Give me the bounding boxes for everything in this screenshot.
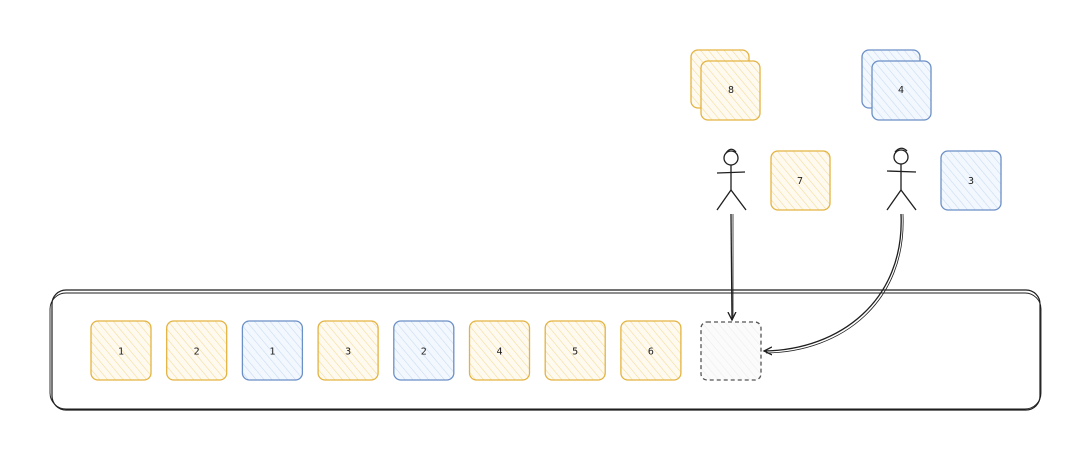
next-item-label: 3	[968, 176, 974, 187]
queue-item-box	[620, 320, 682, 381]
stick-figure-1	[716, 148, 747, 211]
pending-stack-label: 8	[728, 85, 734, 96]
queue-item-label: 3	[345, 347, 351, 358]
queue-items: 1 2 1 3 2 4 5 6	[90, 320, 682, 381]
pending-stack-2: 4	[861, 49, 932, 121]
queue-item-box	[317, 320, 379, 381]
queue-item: 2	[166, 320, 228, 381]
arrow-1	[731, 213, 732, 320]
queue-container	[49, 289, 1042, 411]
queue-item: 1	[241, 320, 304, 381]
pending-stack-label: 4	[898, 85, 904, 96]
queue-item-box	[393, 320, 455, 381]
queue-item-box	[166, 320, 228, 381]
queue-item-box	[544, 320, 606, 381]
queue-item-label: 5	[572, 347, 578, 358]
queue-item-label: 2	[421, 347, 427, 358]
queue-item-box	[90, 320, 152, 381]
next-item-label: 7	[797, 176, 803, 187]
queue-item: 2	[393, 320, 455, 381]
stick-figure-2	[886, 147, 917, 211]
queue-item-label: 6	[648, 347, 654, 358]
next-item-2: 3	[940, 150, 1002, 211]
queue-item-label: 4	[496, 347, 502, 358]
queue-item-box	[241, 320, 304, 381]
arrow-2	[764, 213, 902, 351]
empty-slot	[700, 321, 762, 381]
producer-2: 4 3	[764, 49, 1002, 353]
pending-stack-1: 8	[690, 49, 761, 121]
queue-item-label: 2	[194, 347, 200, 358]
queue-item-box	[468, 320, 531, 381]
queue-item: 3	[317, 320, 379, 381]
queue-item: 6	[620, 320, 682, 381]
queue-item: 5	[544, 320, 606, 381]
queue-item-label: 1	[118, 347, 124, 358]
queue-item: 4	[468, 320, 531, 381]
queue-item: 1	[90, 320, 152, 381]
next-item-1: 7	[770, 150, 831, 211]
queue-item-label: 1	[269, 347, 275, 358]
producer-1: 8 7	[690, 49, 831, 320]
